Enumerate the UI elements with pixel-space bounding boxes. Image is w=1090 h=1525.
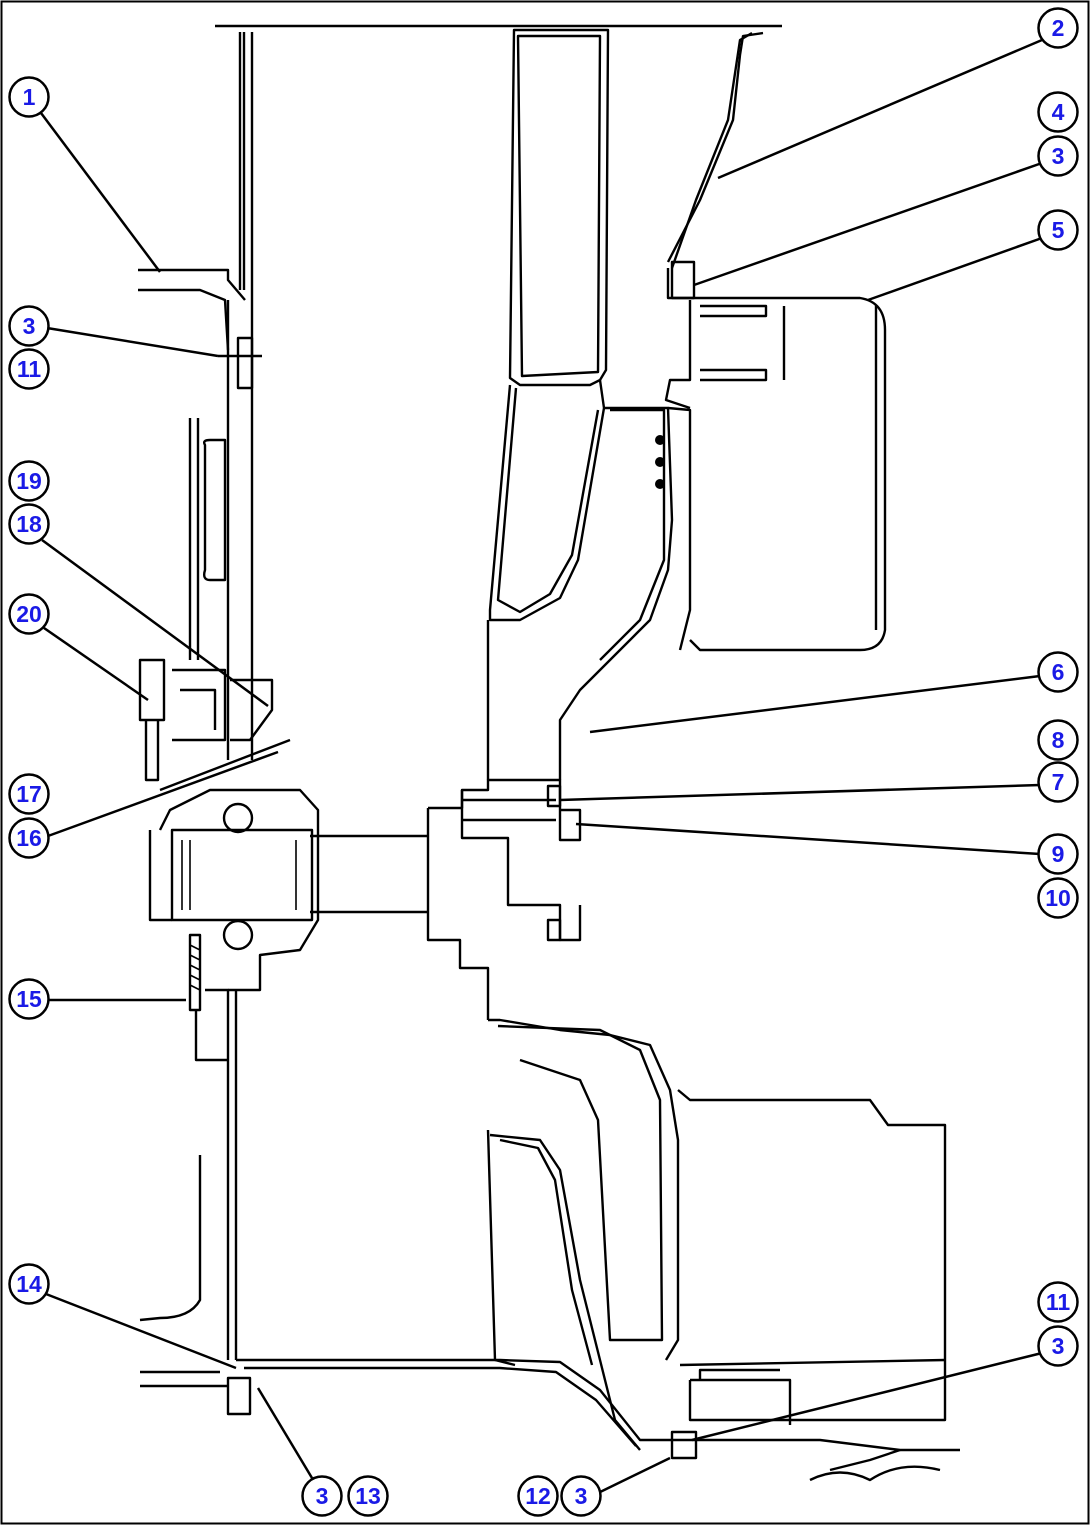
callout-label: 20 [16,601,42,627]
callout-bubbles: 1 2 4 3 5 3 11 19 18 20 6 8 7 17 16 9 10… [8,7,1079,1517]
callout-5: 5 [1037,209,1079,251]
callout-label: 8 [1052,727,1065,753]
cross-section-drawing [138,24,960,1482]
callout-18: 18 [8,503,50,545]
callout-3: 3 [301,1475,343,1517]
callout-19: 19 [8,460,50,502]
callout-3: 3 [1037,135,1079,177]
leader-lines [39,38,1043,1496]
callout-label: 3 [23,313,36,339]
callout-8: 8 [1037,719,1079,761]
callout-label: 7 [1052,769,1065,795]
callout-17: 17 [8,773,50,815]
callout-label: 10 [1045,885,1071,911]
callout-label: 11 [17,356,42,382]
callout-15: 15 [8,978,50,1020]
callout-9: 9 [1037,833,1079,875]
callout-label: 3 [575,1483,588,1509]
callout-label: 19 [16,468,42,494]
callout-6: 6 [1037,651,1079,693]
callout-1: 1 [8,76,50,118]
callout-label: 16 [16,825,42,851]
callout-13: 13 [347,1475,389,1517]
callout-label: 5 [1052,217,1065,243]
callout-label: 18 [16,511,42,537]
callout-3: 3 [560,1475,602,1517]
callout-label: 3 [1052,1333,1065,1359]
callout-7: 7 [1037,761,1079,803]
callout-label: 13 [355,1483,381,1509]
callout-10: 10 [1037,877,1079,919]
callout-label: 9 [1052,841,1065,867]
callout-label: 3 [1052,143,1065,169]
callout-label: 15 [16,986,42,1012]
callout-2: 2 [1037,7,1079,49]
callout-11: 11 [1037,1281,1079,1323]
callout-20: 20 [8,593,50,635]
callout-label: 1 [23,84,36,110]
callout-12: 12 [517,1475,559,1517]
callout-label: 2 [1052,15,1065,41]
callout-label: 11 [1046,1289,1071,1315]
callout-3: 3 [8,305,50,347]
callout-16: 16 [8,817,50,859]
callout-label: 6 [1052,659,1065,685]
callout-14: 14 [8,1263,50,1305]
callout-label: 17 [16,781,42,807]
callout-4: 4 [1037,91,1079,133]
callout-11: 11 [8,348,50,390]
callout-label: 3 [316,1483,329,1509]
callout-label: 12 [525,1483,551,1509]
callout-label: 4 [1052,99,1065,125]
callout-label: 14 [16,1271,42,1297]
callout-3: 3 [1037,1325,1079,1367]
